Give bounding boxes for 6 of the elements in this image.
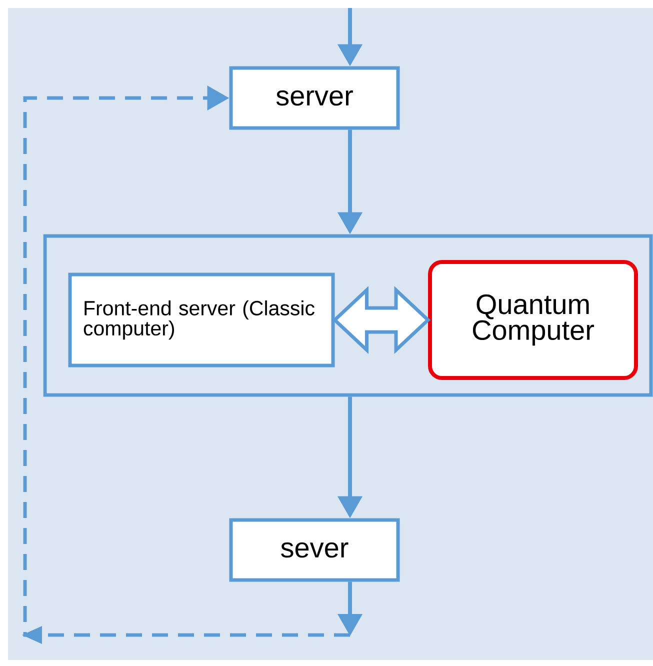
container-box (43, 234, 653, 397)
process-box: server (229, 66, 400, 130)
dashed-arrow (22, 86, 350, 644)
process-box: Quantum Computer (428, 260, 638, 380)
process-box: sever (229, 518, 400, 582)
process-box: Front-end server (Classic computer) (68, 272, 335, 368)
